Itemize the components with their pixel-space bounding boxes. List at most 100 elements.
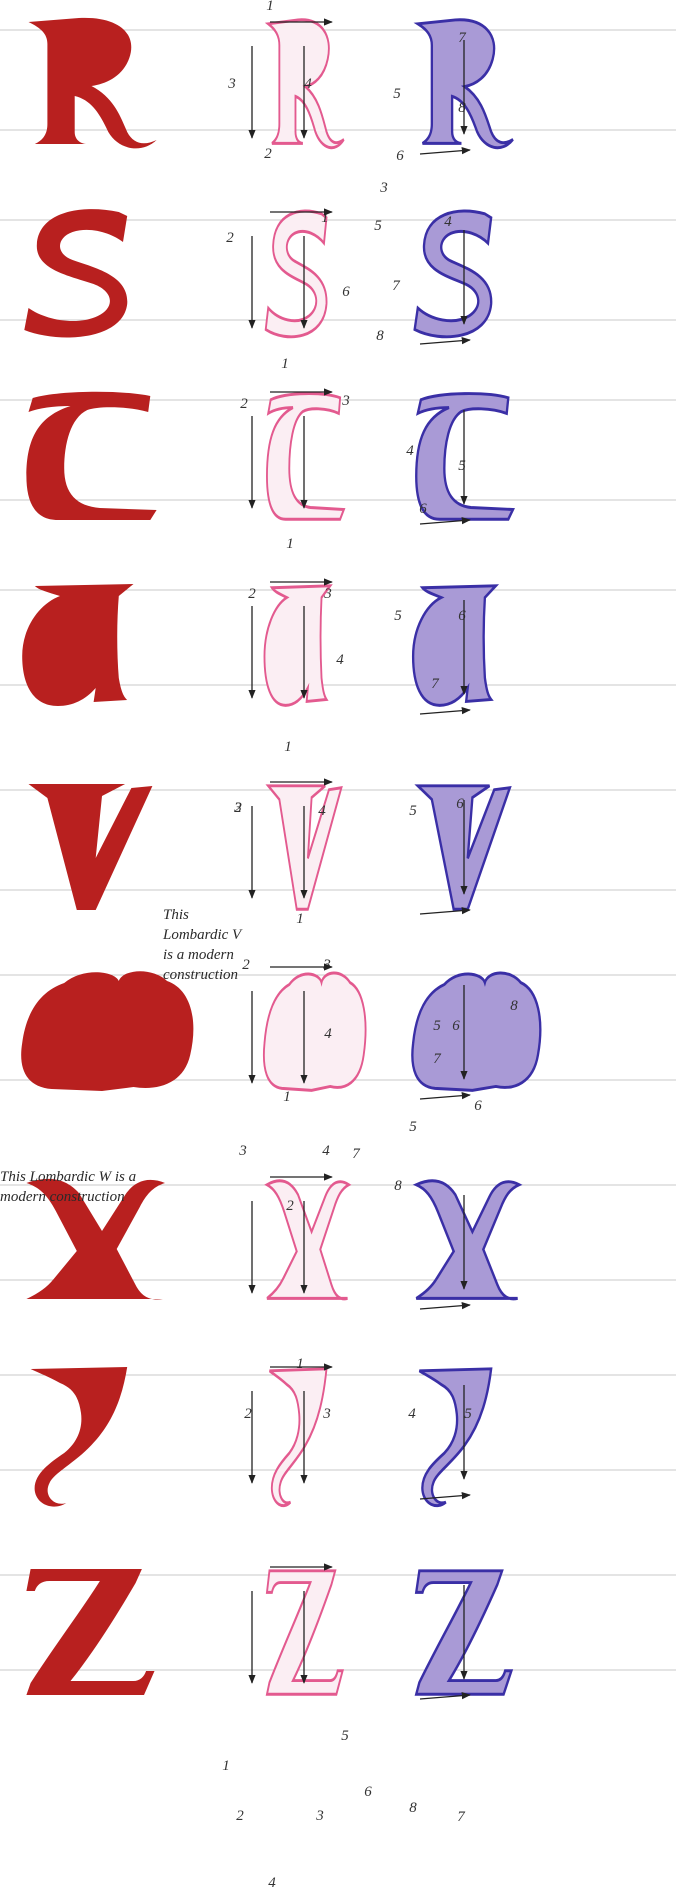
stroke-number-label: 6: [419, 501, 427, 517]
stroke-number-label: 1: [296, 1356, 304, 1372]
stroke-number-label: 5: [374, 218, 382, 234]
bottom-stroke-arrow: [420, 710, 470, 714]
stroke-number-label: 7: [457, 1809, 466, 1825]
stroke-number-label: 6: [396, 148, 404, 164]
shaded-construction-letter: [415, 211, 492, 337]
stroke-number-label: 4: [408, 1406, 416, 1422]
finished-letter-r: [29, 18, 157, 149]
stroke-number-label: 5: [433, 1018, 441, 1034]
stroke-number-label: 3: [322, 1406, 331, 1422]
finished-letter-y: [31, 1367, 128, 1507]
stroke-number-label: 3: [379, 180, 388, 196]
stroke-number-label: 4: [318, 803, 326, 819]
shaded-construction-letter: [412, 973, 540, 1090]
stroke-number-label: 5: [464, 1406, 472, 1422]
stroke-number-label: 4: [268, 1875, 276, 1891]
outline-stroke-letter: [264, 586, 330, 706]
w-note: This Lombardic W is a modern constructio…: [0, 1167, 136, 1207]
stroke-number-label: 4: [336, 652, 344, 668]
stroke-number-label: 5: [341, 1728, 349, 1744]
letter-row-t: 1 2 3 4 5 6: [0, 356, 676, 520]
outline-stroke-letter: [264, 973, 366, 1090]
stroke-number-label: 2: [226, 230, 234, 246]
finished-letter-v: [29, 784, 153, 910]
stroke-number-label: 6: [364, 1784, 372, 1800]
stroke-number-label: 5: [394, 608, 402, 624]
v-note-line: is a modern: [163, 945, 241, 965]
shaded-construction-letter: [416, 1181, 519, 1299]
stroke-number-label: 5: [409, 1119, 417, 1135]
stroke-number-label: 3: [323, 586, 332, 602]
stroke-number-label: 7: [352, 1146, 361, 1162]
stroke-number-label: 8: [510, 998, 518, 1014]
bottom-stroke-arrow: [420, 1095, 470, 1099]
stroke-number-label: 1: [284, 739, 292, 755]
stroke-number-label: 2: [240, 396, 248, 412]
stroke-number-label: 5: [409, 803, 417, 819]
stroke-number-label: 2: [264, 146, 272, 162]
shaded-construction-letter: [413, 586, 496, 706]
outline-stroke-letter: [266, 211, 327, 337]
outline-stroke-letter: [267, 1571, 343, 1694]
outline-stroke-letter: [268, 786, 341, 909]
shaded-construction-letter: [419, 1369, 491, 1506]
stroke-number-label: 2: [248, 586, 256, 602]
outline-stroke-letter: [269, 1369, 326, 1506]
letter-row-y: 1 2 3 4 5: [0, 1356, 676, 1507]
stroke-number-label: 2: [244, 1406, 252, 1422]
w-note-line: This Lombardic W is a: [0, 1167, 136, 1187]
v-note: This Lombardic V is a modern constructio…: [163, 905, 241, 985]
stroke-number-label: 2: [236, 1808, 244, 1824]
stroke-number-label: 6: [456, 796, 464, 812]
stroke-number-label: 2: [242, 957, 250, 973]
stroke-number-label: 1: [296, 911, 304, 927]
stroke-number-label: 2: [286, 1198, 294, 1214]
stroke-number-label: 3: [227, 76, 236, 92]
bottom-stroke-arrow: [420, 150, 470, 154]
stroke-number-label: 6: [342, 284, 350, 300]
bottom-stroke-arrow: [420, 910, 470, 914]
outline-stroke-letter: [267, 1181, 349, 1299]
stroke-number-label: 1: [266, 0, 274, 14]
v-note-line: construction: [163, 965, 241, 985]
stroke-number-label: 4: [304, 76, 312, 92]
bottom-stroke-arrow: [420, 1305, 470, 1309]
w-note-line: modern construction: [0, 1187, 136, 1207]
stroke-number-label: 8: [458, 100, 466, 116]
stroke-number-label: 3: [233, 800, 242, 816]
stroke-number-label: 1: [286, 536, 294, 552]
stroke-number-label: 8: [394, 1178, 402, 1194]
v-note-line: This: [163, 905, 241, 925]
stroke-number-label: 3: [322, 957, 331, 973]
finished-letter-s: [24, 209, 127, 337]
stroke-number-label: 4: [444, 214, 452, 230]
stroke-number-label: 8: [376, 328, 384, 344]
bottom-stroke-arrow: [420, 340, 470, 344]
finished-letter-w: [21, 971, 193, 1091]
stroke-number-label: 5: [458, 458, 466, 474]
finished-letter-z: [26, 1569, 154, 1695]
stroke-number-label: 5: [393, 86, 401, 102]
stroke-number-label: 6: [474, 1098, 482, 1114]
stroke-number-label: 4: [322, 1143, 330, 1159]
stroke-number-label: 8: [409, 1800, 417, 1816]
stroke-number-label: 7: [392, 278, 401, 294]
stroke-number-label: 1: [281, 356, 289, 372]
finished-letter-t: [26, 392, 156, 520]
stroke-number-label: 4: [406, 443, 414, 459]
stroke-number-label: 4: [324, 1026, 332, 1042]
stroke-number-label: 1: [283, 1089, 291, 1105]
v-note-line: Lombardic V: [163, 925, 241, 945]
stroke-number-label: 3: [315, 1808, 324, 1824]
finished-letter-u: [22, 584, 133, 706]
stroke-number-label: 1: [222, 1758, 230, 1774]
stroke-number-label: 3: [341, 393, 350, 409]
stroke-number-label: 6: [452, 1018, 460, 1034]
